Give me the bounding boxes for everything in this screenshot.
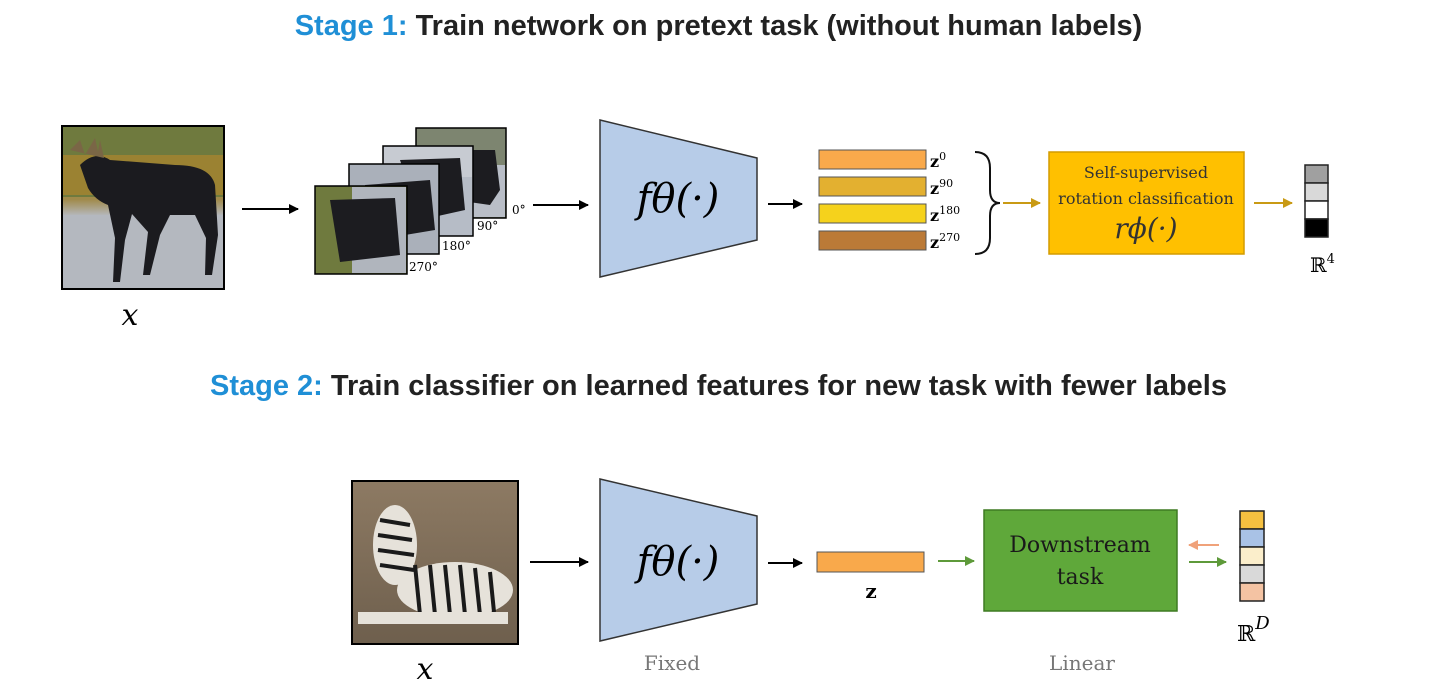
rotation-label-0: 0° — [512, 203, 526, 217]
stage1-title: Stage 1: Train network on pretext task (… — [0, 10, 1437, 43]
stage2-output-vector — [1239, 510, 1265, 602]
output-d-cell-1 — [1239, 510, 1265, 530]
feature-bar-270 — [818, 230, 927, 251]
stage2-feature-label: z — [865, 579, 876, 603]
stage2-output-label: ℝD — [1237, 613, 1270, 647]
stage2-encoder — [599, 478, 758, 642]
stage2-feature-bar — [816, 551, 925, 573]
stage2-input-label: x — [417, 652, 434, 687]
grouping-brace — [974, 151, 1001, 255]
classifier-line1: Self-supervised — [1084, 163, 1208, 182]
output-cell-3 — [1304, 200, 1329, 220]
stage1-encoder-label: fθ(·) — [634, 176, 720, 222]
output-cell-2 — [1304, 182, 1329, 202]
stage1-output-vector — [1304, 164, 1329, 238]
feature-bar-90 — [818, 176, 927, 197]
stage2-title: Stage 2: Train classifier on learned fea… — [0, 370, 1437, 403]
output-cell-1 — [1304, 164, 1329, 184]
feature-label-90: z90 — [930, 177, 953, 198]
rotation-label-90: 90° — [477, 219, 498, 233]
stage1-encoder — [599, 119, 758, 278]
feature-bar-0 — [818, 149, 927, 170]
classifier-line2: rotation classification — [1058, 189, 1234, 208]
feature-label-270: z270 — [930, 231, 960, 252]
output-d-cell-2 — [1239, 528, 1265, 548]
stage2-prefix: Stage 2: — [210, 370, 323, 402]
stage1-input-label: x — [122, 298, 139, 333]
output-d-cell-3 — [1239, 546, 1265, 566]
output-d-cell-4 — [1239, 564, 1265, 584]
moose-photo — [61, 125, 225, 290]
stage1-text: Train network on pretext task (without h… — [407, 10, 1143, 42]
stage1-output-label: ℝ4 — [1310, 252, 1335, 277]
output-cell-4 — [1304, 218, 1329, 238]
rotation-classifier-box — [1048, 151, 1245, 255]
head-line2: task — [1057, 565, 1104, 590]
stage1-feature-bars — [818, 149, 927, 251]
head-line1: Downstream — [1009, 533, 1151, 558]
stage2-text: Train classifier on learned features for… — [322, 370, 1227, 402]
feature-bar-180 — [818, 203, 927, 224]
rotation-label-180: 180° — [442, 239, 471, 253]
rotated-moose-photos — [314, 127, 507, 275]
stage1-prefix: Stage 1: — [294, 10, 408, 42]
stage2-encoder-label: fθ(·) — [634, 539, 720, 585]
downstream-task-box — [983, 509, 1178, 612]
encoder-caption-fixed: Fixed — [644, 651, 700, 675]
classifier-math: rϕ(·) — [1114, 212, 1177, 245]
feature-label-180: z180 — [930, 204, 960, 225]
zebra-photo — [351, 480, 519, 645]
feature-label-0: z0 — [930, 150, 946, 171]
rotation-label-270: 270° — [409, 260, 438, 274]
output-d-cell-5 — [1239, 582, 1265, 602]
head-caption-linear: Linear — [1049, 651, 1115, 675]
